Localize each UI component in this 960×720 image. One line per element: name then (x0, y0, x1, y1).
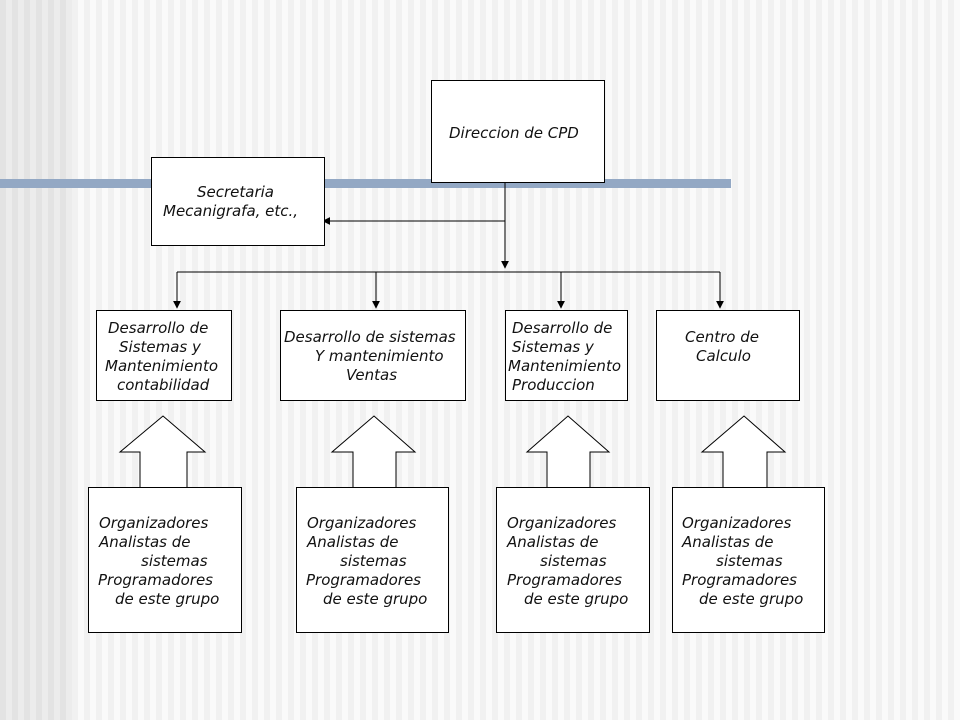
staff-line: de este grupo (524, 590, 629, 608)
staff-line: Programadores (98, 571, 213, 589)
staff-line: de este grupo (699, 590, 804, 608)
staff-line: Programadores (682, 571, 797, 589)
department-line: Y mantenimiento (315, 347, 444, 365)
staff-line: sistemas (141, 552, 208, 570)
department-line: Sistemas y (119, 338, 201, 356)
staff-line: sistemas (340, 552, 407, 570)
secretary-line: Secretaria (197, 183, 274, 201)
up-arrow-1 (118, 415, 207, 489)
staff-line: Analistas de (507, 533, 599, 551)
staff-group-box-2: Organizadores Analistas de sistemas Prog… (296, 487, 449, 633)
staff-line: Analistas de (99, 533, 191, 551)
staff-line: Programadores (507, 571, 622, 589)
department-line: Ventas (346, 366, 398, 384)
staff-line: Organizadores (682, 514, 792, 532)
staff-group-box-4: Organizadores Analistas de sistemas Prog… (672, 487, 825, 633)
department-line: Calculo (696, 347, 751, 365)
staff-line: Organizadores (507, 514, 617, 532)
department-box-ventas: Desarrollo de sistemas Y mantenimiento V… (280, 310, 466, 401)
director-label: Direccion de CPD (449, 124, 579, 142)
up-arrow-3 (525, 415, 611, 489)
up-arrow-4 (700, 415, 787, 489)
department-line: Mantenimiento (105, 357, 218, 375)
staff-line: de este grupo (323, 590, 428, 608)
staff-line: Analistas de (307, 533, 399, 551)
department-line: Centro de (685, 328, 759, 346)
department-line: contabilidad (117, 376, 210, 394)
department-line: Desarrollo de sistemas (284, 328, 456, 346)
department-box-produccion: Desarrollo de Sistemas y Mantenimiento P… (505, 310, 628, 401)
department-line: Sistemas y (512, 338, 594, 356)
up-arrow-2 (330, 415, 417, 489)
title-accent-bar (0, 179, 731, 188)
director-box: Direccion de CPD (431, 80, 605, 183)
department-line: Desarrollo de (512, 319, 613, 337)
staff-group-box-1: Organizadores Analistas de sistemas Prog… (88, 487, 242, 633)
staff-line: Organizadores (99, 514, 209, 532)
department-box-contabilidad: Desarrollo de Sistemas y Mantenimiento c… (96, 310, 232, 401)
department-line: Produccion (512, 376, 595, 394)
staff-line: Analistas de (682, 533, 774, 551)
secretary-line: Mecanigrafa, etc., (163, 202, 299, 220)
left-background-band (0, 0, 72, 720)
staff-group-box-3: Organizadores Analistas de sistemas Prog… (496, 487, 650, 633)
staff-line: de este grupo (115, 590, 220, 608)
staff-line: sistemas (540, 552, 607, 570)
department-line: Desarrollo de (108, 319, 209, 337)
secretary-box: Secretaria Mecanigrafa, etc., (151, 157, 325, 246)
staff-line: sistemas (716, 552, 783, 570)
department-box-centro-calculo: Centro de Calculo (656, 310, 800, 401)
staff-line: Organizadores (307, 514, 417, 532)
department-line: Mantenimiento (508, 357, 621, 375)
staff-line: Programadores (306, 571, 421, 589)
